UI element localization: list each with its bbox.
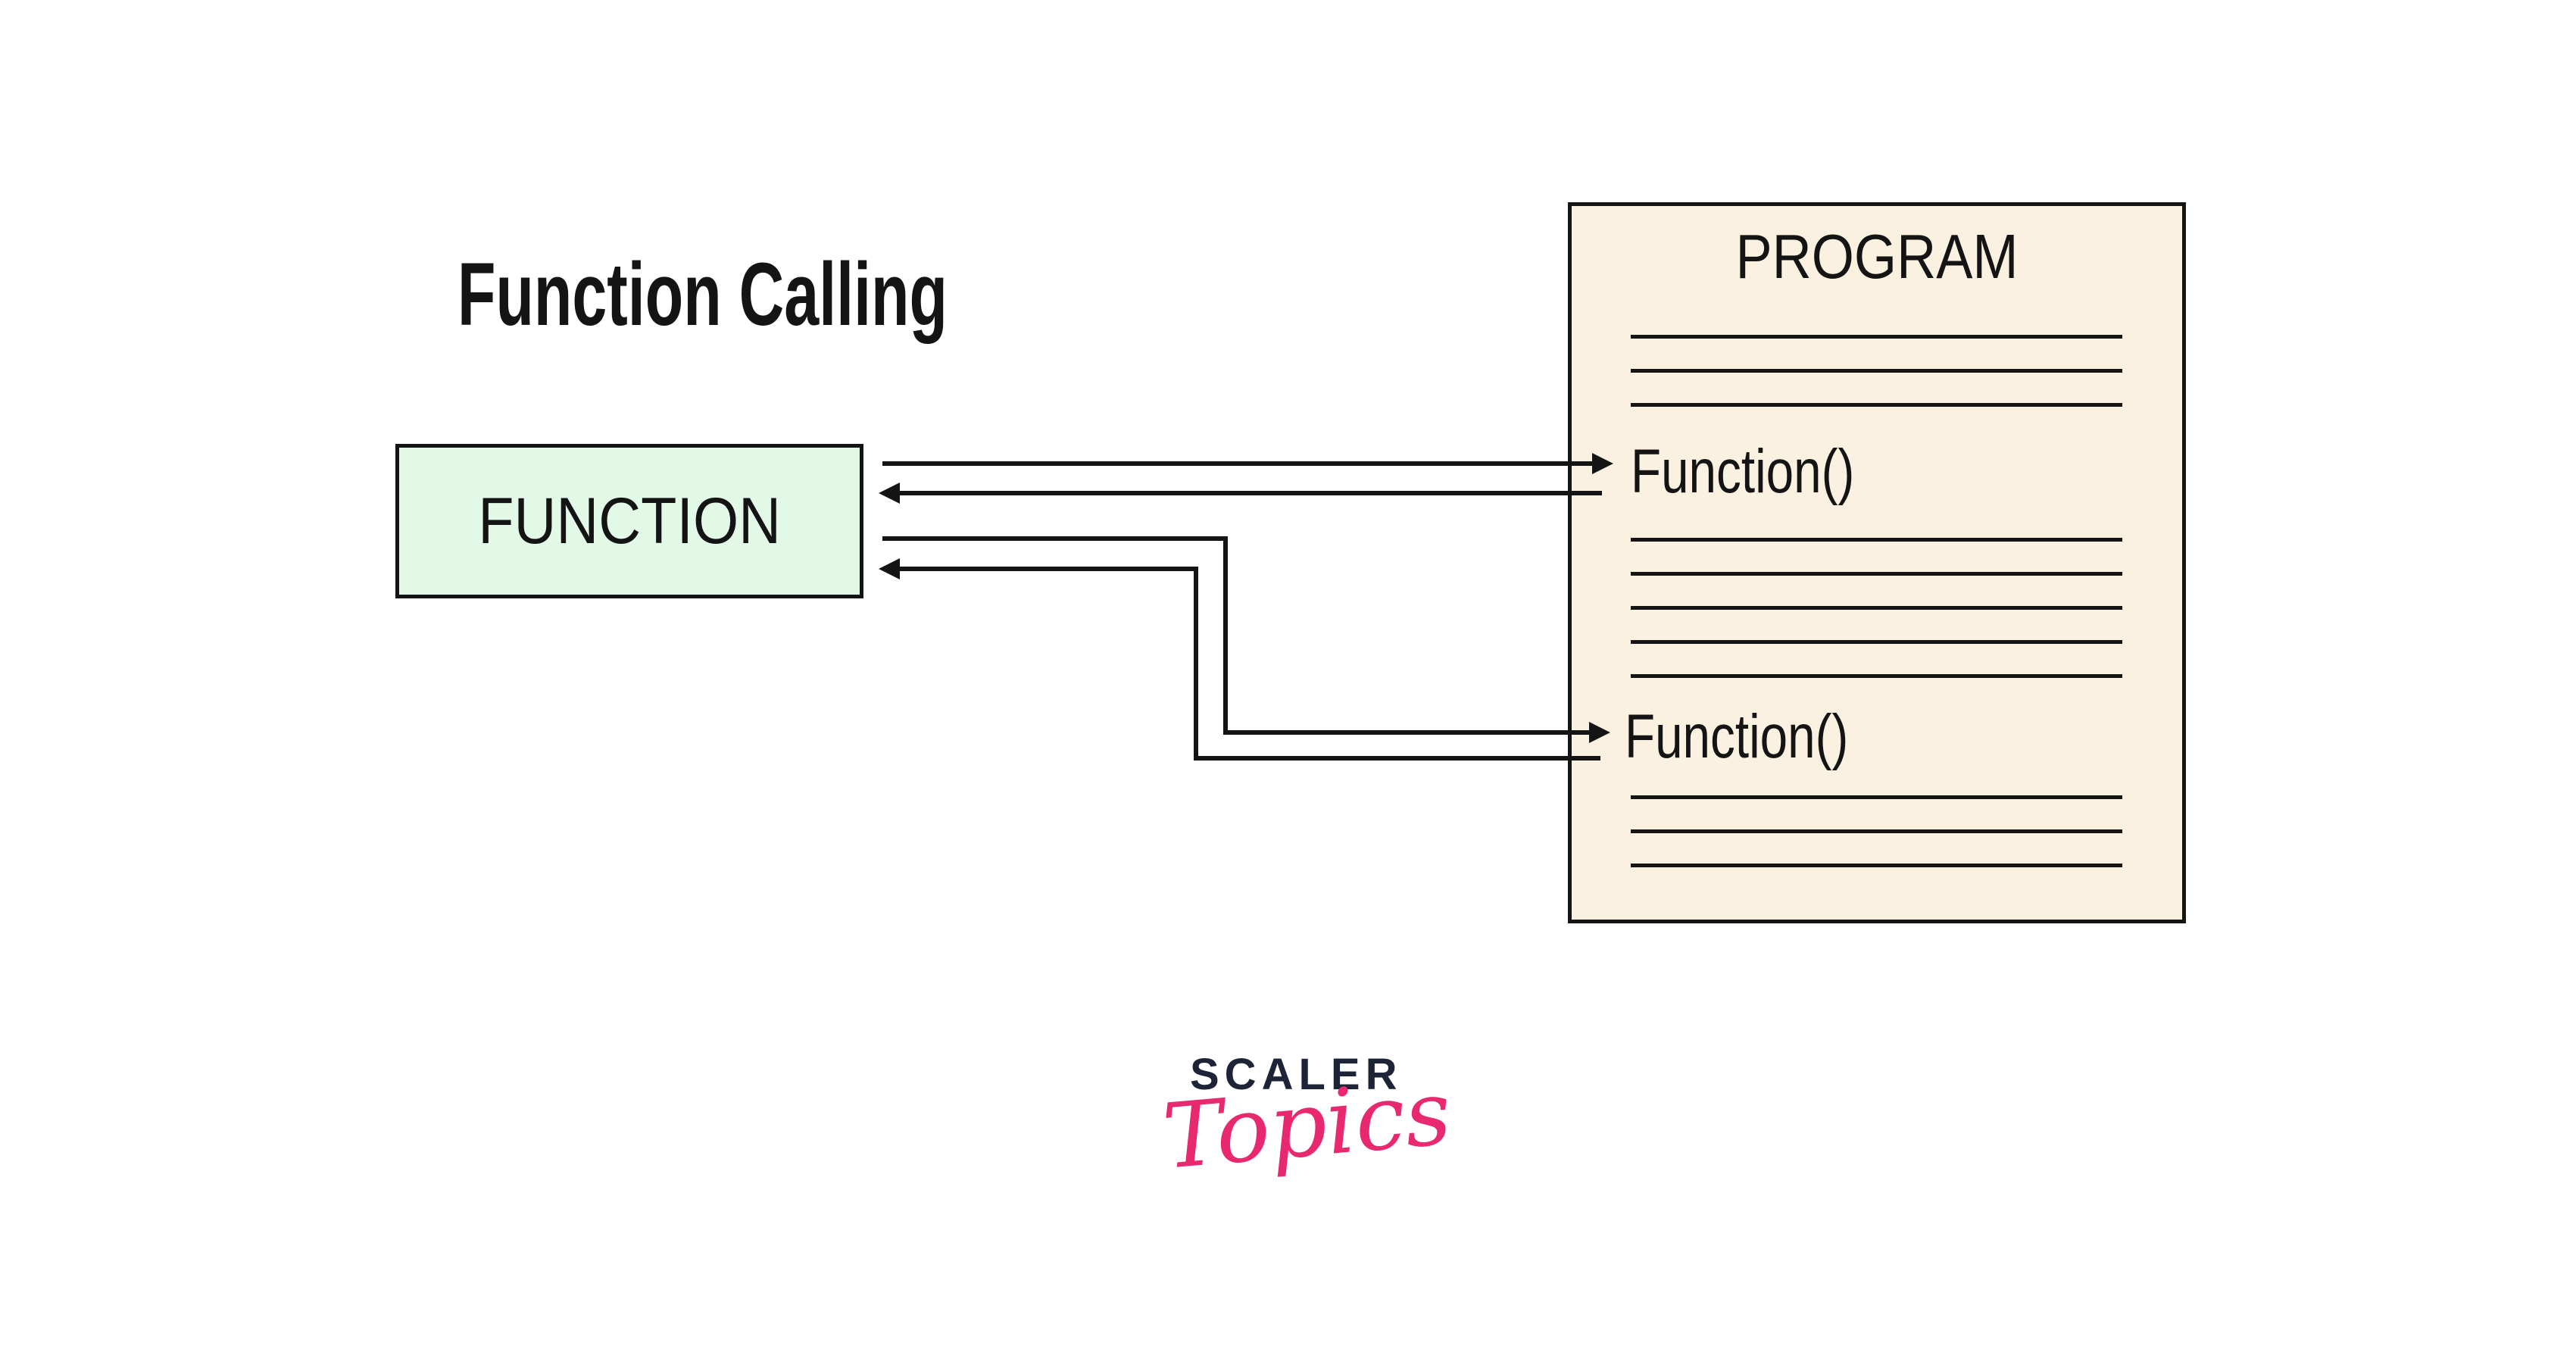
code-line [1631, 640, 2122, 644]
code-lines-group-top [1631, 335, 2122, 437]
call-arrow-1-line [882, 461, 1595, 466]
program-box-heading: PROGRAM [1735, 221, 2019, 292]
call-site-1: Function() [1631, 437, 1855, 506]
diagram-title: Function Calling [457, 245, 948, 345]
code-lines-group-bottom [1631, 795, 2122, 898]
call-arrow-2-line-vertical [1223, 536, 1228, 735]
code-line [1631, 403, 2122, 407]
return-arrow-2-line-top [898, 567, 1198, 571]
call-arrow-1-arrowhead-icon [1592, 453, 1613, 474]
program-box: PROGRAM Function() Function() [1568, 202, 2186, 923]
code-line [1631, 572, 2122, 576]
return-arrow-1-arrowhead-icon [879, 483, 900, 504]
code-lines-group-middle [1631, 538, 2122, 708]
code-line [1631, 335, 2122, 339]
scaler-logo-brand: SCALER [1190, 1050, 1403, 1099]
function-box: FUNCTION [395, 444, 863, 598]
code-line [1631, 829, 2122, 833]
code-line [1631, 674, 2122, 678]
code-line [1631, 538, 2122, 542]
code-line [1631, 369, 2122, 373]
function-box-label: FUNCTION [478, 485, 781, 558]
call-arrow-2-line-bottom [1223, 730, 1592, 735]
call-arrow-2-arrowhead-icon [1589, 722, 1610, 743]
code-line [1631, 864, 2122, 867]
call-site-2: Function() [1625, 702, 1849, 771]
call-arrow-2-line-top [882, 536, 1228, 541]
code-line [1631, 795, 2122, 799]
return-arrow-1-line [898, 491, 1602, 495]
return-arrow-2-line-vertical [1194, 567, 1198, 761]
scaler-logo-product: Topics [1158, 1060, 1456, 1189]
code-line [1631, 606, 2122, 610]
return-arrow-2-line-bottom [1194, 756, 1600, 761]
return-arrow-2-arrowhead-icon [879, 558, 900, 579]
